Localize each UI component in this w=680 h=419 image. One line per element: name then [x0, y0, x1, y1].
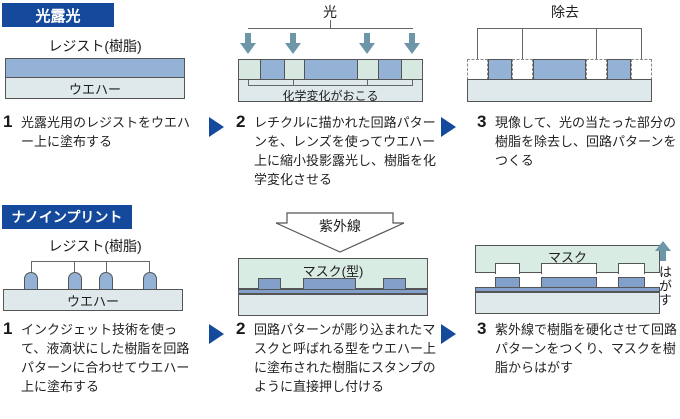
photo-expose-panel: 光 化学変化がおこる — [230, 0, 445, 106]
resist-bracket-line — [31, 261, 150, 262]
uv-arrow-icon: 紫外線 — [275, 212, 405, 253]
unexposed-segment — [377, 60, 402, 79]
removal-bracket-drop — [522, 28, 523, 59]
mask-groove — [618, 263, 645, 274]
step-arrow-icon — [209, 324, 224, 344]
change-bracket-tick — [293, 80, 294, 85]
removed-resist-outline — [467, 59, 488, 80]
change-bracket-tick — [412, 80, 413, 85]
removal-bracket-line — [477, 28, 642, 29]
exposed-resist-strip — [238, 59, 423, 80]
removal-label: 除去 — [551, 4, 579, 20]
step-text: 紫外線で樹脂を硬化させて回路パターンをつくり、マスクを樹脂からはがす — [495, 322, 678, 375]
light-bracket-line — [248, 28, 413, 29]
light-label: 光 — [323, 4, 337, 20]
wafer-stack: ウエハー — [5, 58, 185, 99]
light-down-arrow-icon — [404, 33, 420, 54]
step-arrow-icon — [441, 117, 456, 137]
uv-label: 紫外線 — [319, 218, 361, 234]
nano-release-panel: マスク はがす — [455, 203, 680, 315]
step-number: 1 — [3, 112, 13, 131]
remaining-resist-block — [607, 59, 631, 80]
molded-resist-bump — [303, 278, 356, 289]
unexposed-segment — [304, 60, 357, 79]
exposed-segment — [356, 60, 378, 79]
removed-resist-outline — [631, 59, 652, 80]
molded-resist-bump — [258, 278, 281, 289]
resist-base-layer — [238, 289, 428, 294]
resist-droplet — [143, 272, 157, 289]
cured-resist-bump — [541, 277, 597, 287]
exposed-segment — [283, 60, 305, 79]
light-down-arrow-icon — [285, 33, 301, 54]
resist-droplet — [68, 272, 82, 289]
remaining-resist-block — [533, 59, 586, 80]
cured-resist-bump — [495, 277, 520, 287]
resist-bracket-tick — [106, 261, 107, 272]
resist-bracket-tick — [74, 261, 75, 272]
change-bracket-line — [248, 85, 413, 86]
mask-label: マスク — [547, 250, 587, 265]
change-bracket-tick — [248, 80, 249, 85]
photolithography-header: 光露光 — [2, 3, 114, 27]
step-number: 3 — [477, 112, 487, 131]
step-number: 2 — [236, 112, 246, 131]
change-bracket-tick — [367, 80, 368, 85]
photo-coat-panel: 光露光 レジスト(樹脂) ウエハー — [0, 0, 220, 106]
resist-layer — [6, 59, 184, 78]
wafer-layer — [475, 292, 660, 314]
nano-press-panel: 紫外線 マスク(型) — [230, 203, 445, 316]
resist-droplet — [99, 272, 113, 289]
resist-label: レジスト(樹脂) — [48, 38, 142, 54]
step-text: 回路パターンが彫り込まれたマスクと呼ばれる型をウエハー上に塗布された樹脂にスタン… — [254, 322, 437, 394]
nanoimprint-header: ナノインプリント — [2, 205, 132, 229]
exposed-segment — [401, 60, 423, 79]
removal-bracket-drop — [477, 28, 478, 59]
photo-develop-panel: 除去 — [455, 0, 680, 106]
wafer-layer: ウエハー — [6, 78, 184, 98]
step-arrow-icon — [441, 324, 456, 344]
step-text: レチクルに描かれた回路パターンを、レンズを使ってウエハー上に縮小投影露光し、樹脂… — [254, 115, 437, 187]
molded-resist-bump — [383, 278, 406, 289]
exposed-segment — [239, 60, 260, 79]
step-number: 3 — [477, 319, 487, 338]
nano-dispense-panel: ナノインプリント レジスト(樹脂) ウエハー — [0, 203, 220, 315]
wafer-layer — [238, 79, 423, 102]
removed-resist-outline — [512, 59, 533, 80]
resist-label: レジスト(樹脂) — [48, 238, 142, 254]
mask-groove — [495, 263, 520, 274]
peel-up-arrow-icon — [655, 241, 671, 261]
removal-bracket-drop — [641, 28, 642, 59]
light-bracket-tick — [330, 20, 331, 29]
chemical-change-label: 化学変化がおこる — [282, 89, 379, 103]
step-number: 1 — [3, 319, 13, 338]
step-number: 2 — [236, 319, 246, 338]
resist-bracket-tick — [149, 261, 150, 272]
light-down-arrow-icon — [240, 33, 256, 54]
peel-label: はがす — [657, 265, 672, 307]
resist-base-layer — [475, 287, 660, 292]
unexposed-segment — [259, 60, 284, 79]
light-down-arrow-icon — [359, 33, 375, 54]
step-text: 光露光用のレジストをウエハー上に塗布する — [21, 115, 191, 149]
mask-label: マスク(型) — [302, 264, 364, 279]
remaining-resist-block — [488, 59, 512, 80]
cured-resist-bump — [618, 277, 645, 287]
wafer-layer — [467, 79, 652, 102]
step-text: 現像して、光の当たった部分の樹脂を除去し、回路パターンをつくる — [495, 115, 677, 168]
removal-bracket-drop — [596, 28, 597, 59]
step-arrow-icon — [209, 117, 224, 137]
wafer-layer: ウエハー — [3, 289, 183, 311]
mask-groove — [541, 263, 597, 274]
wafer-layer — [238, 294, 428, 316]
resist-droplet — [24, 272, 38, 289]
removed-resist-outline — [586, 59, 607, 80]
resist-bracket-tick — [31, 261, 32, 272]
step-text: インクジェット技術を使って、液滴状にした樹脂を回路パターンに合わせてウエハー上に… — [21, 322, 190, 394]
